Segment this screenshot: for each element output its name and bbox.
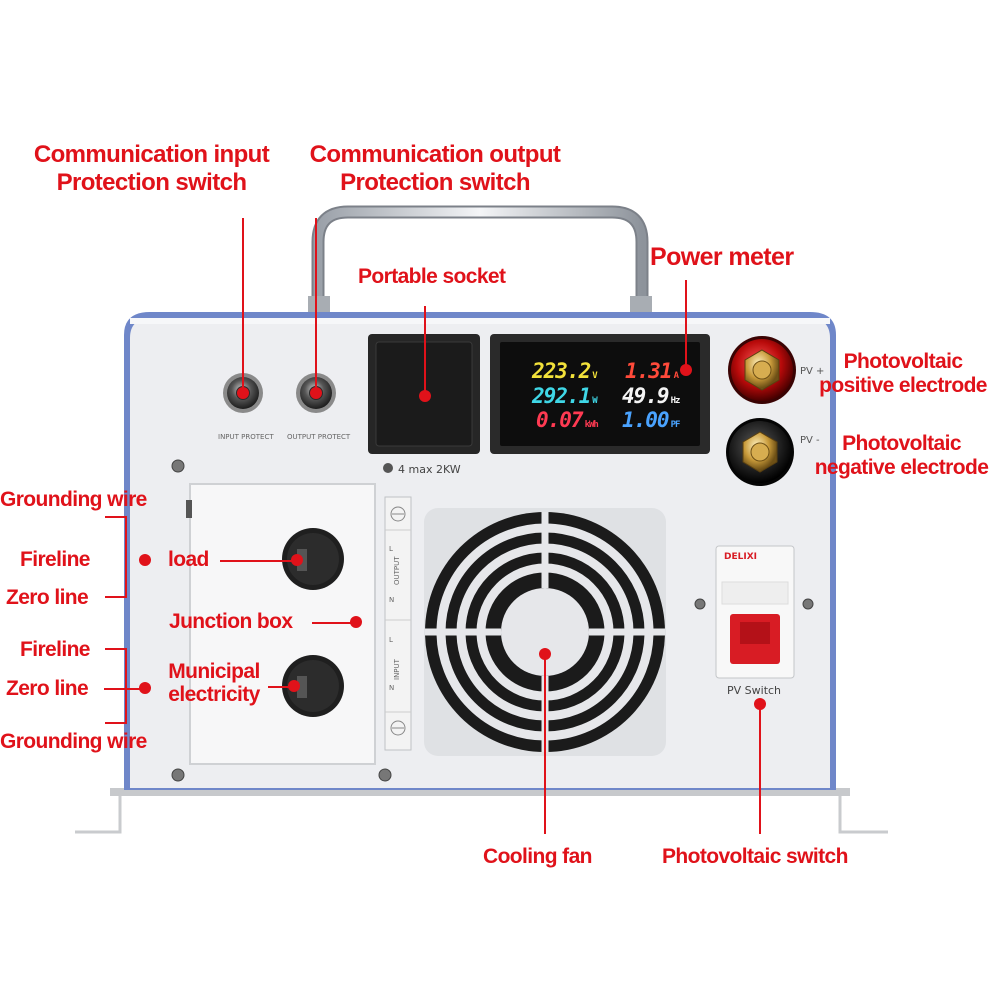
label-junction-box: Junction box: [169, 610, 293, 633]
leader-load: [220, 560, 296, 562]
pv-minus-label: PV -: [800, 435, 820, 446]
dot-comm-output: [310, 387, 322, 399]
terminal-l-in: L: [389, 636, 393, 644]
power-meter: [490, 334, 710, 454]
dot-pv-switch: [754, 698, 766, 710]
terminal-output-label: OUTPUT: [393, 556, 401, 585]
output-protect-label: OUTPUT PROTECT: [287, 433, 351, 441]
label-grounding-wire-top: Grounding wire: [0, 488, 147, 511]
dot-power-meter: [680, 364, 692, 376]
dot-municipal: [288, 680, 300, 692]
leader-pv-switch: [759, 704, 761, 834]
dot-cooling-fan: [539, 648, 551, 660]
carry-handle: [308, 205, 652, 314]
terminal-input-label: INPUT: [393, 659, 401, 680]
terminal-n-out: N: [389, 596, 395, 604]
cooling-fan: [424, 508, 666, 756]
leader-junction-box: [312, 622, 356, 624]
pv-plus-label: PV +: [800, 366, 825, 377]
mounting-feet: [75, 788, 888, 834]
pv-positive-terminal: [728, 336, 796, 404]
junction-box: [186, 483, 376, 765]
label-load: load: [168, 548, 209, 571]
leader-comm-input: [242, 218, 244, 393]
pv-switch-plate-label: PV Switch: [727, 684, 782, 697]
leader-comm-output: [315, 218, 317, 393]
label-pv-switch: Photovoltaic switch: [662, 845, 848, 868]
leader-portable-socket: [424, 306, 426, 396]
leader-power-meter: [685, 280, 687, 370]
tick-top-1: [105, 516, 125, 518]
dot-junction-box: [350, 616, 362, 628]
dot-load: [291, 554, 303, 566]
dot-municipal-bracket: [139, 682, 151, 694]
leader-cooling-fan: [544, 654, 546, 834]
terminal-l-out: L: [389, 545, 393, 553]
label-portable-socket: Portable socket: [358, 265, 506, 288]
pv-negative-terminal: [726, 418, 794, 486]
bracket-top: [125, 516, 127, 598]
dot-load-bracket: [139, 554, 151, 566]
pv-breaker: [715, 545, 795, 679]
tick-bottom-2: [105, 722, 125, 724]
leader-zero-line-bottom: [104, 688, 144, 690]
label-zero-line-top: Zero line: [6, 586, 89, 609]
socket-rating-label: 4 max 2KW: [398, 463, 461, 476]
label-cooling-fan: Cooling fan: [483, 845, 592, 868]
label-grounding-wire-bottom: Grounding wire: [0, 730, 147, 753]
dot-comm-input: [237, 387, 249, 399]
breaker-brand-label: DELIXI: [724, 552, 757, 562]
label-zero-line-bottom: Zero line: [6, 677, 89, 700]
dot-portable-socket: [419, 390, 431, 402]
input-protect-label: INPUT PROTECT: [218, 433, 274, 441]
leader-municipal: [268, 686, 296, 688]
terminal-n-in: N: [389, 684, 395, 692]
label-fireline-top: Fireline: [20, 548, 90, 571]
tick-top-2: [105, 596, 125, 598]
terminal-strip: [384, 496, 412, 751]
tick-bottom-1: [105, 648, 125, 650]
label-fireline-bottom: Fireline: [20, 638, 90, 661]
bracket-bottom: [125, 648, 127, 724]
label-power-meter: Power meter: [650, 243, 794, 271]
